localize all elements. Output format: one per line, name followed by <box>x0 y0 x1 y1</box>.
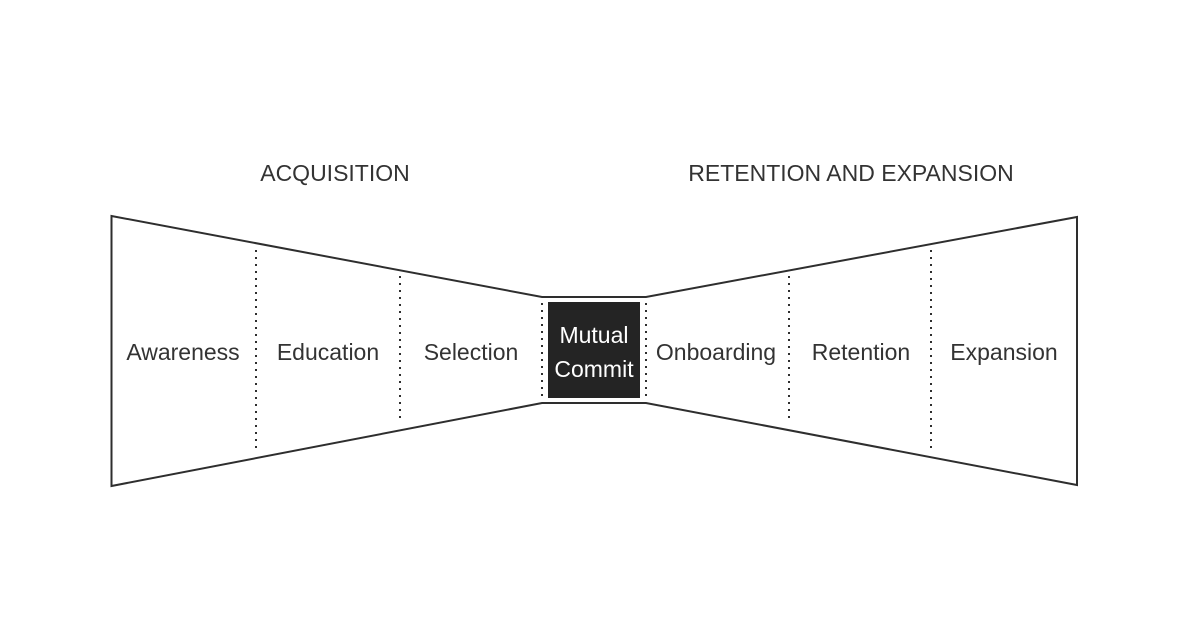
stage-label-expansion: Expansion <box>950 339 1057 365</box>
header-acquisition: ACQUISITION <box>260 160 410 186</box>
stage-label-education: Education <box>277 339 379 365</box>
mutual-commit-box <box>548 302 640 398</box>
stage-label-retention: Retention <box>812 339 910 365</box>
stage-label-mutual-commit-line1: Mutual <box>559 322 628 348</box>
stage-label-mutual-commit-line2: Commit <box>554 356 634 382</box>
stage-label-onboarding: Onboarding <box>656 339 776 365</box>
header-retention-expansion: RETENTION AND EXPANSION <box>688 160 1013 186</box>
funnel-outline <box>110 214 1078 488</box>
stage-label-selection: Selection <box>424 339 519 365</box>
stage-label-awareness: Awareness <box>126 339 239 365</box>
